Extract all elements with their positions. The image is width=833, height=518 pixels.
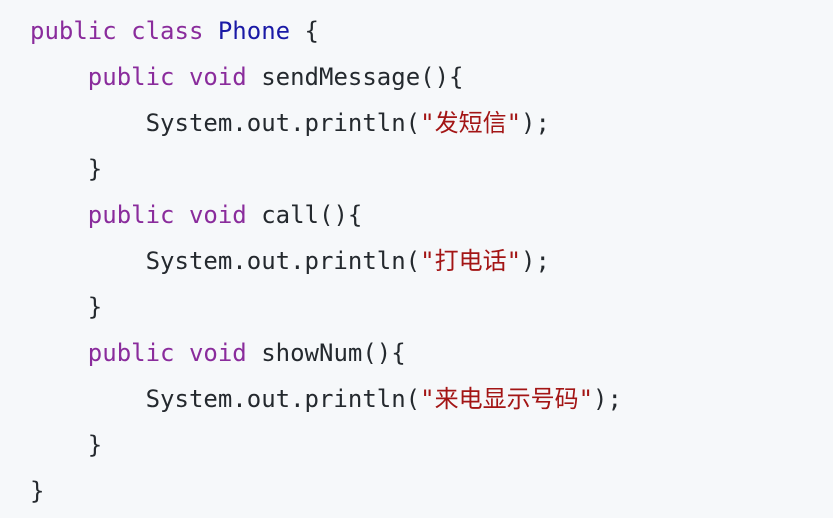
code-line: System.out.println("来电显示号码"); — [30, 376, 833, 422]
code-token-ident: call(){ — [246, 201, 363, 229]
code-token-ident: showNum(){ — [246, 339, 406, 367]
code-line: System.out.println("打电话"); — [30, 238, 833, 284]
code-token-ident: } — [87, 155, 103, 183]
code-token-ident: } — [87, 431, 103, 459]
code-indent — [30, 201, 88, 229]
code-token-ident: ); — [593, 385, 622, 413]
code-indent — [30, 293, 88, 321]
code-token-str: "发短信" — [420, 109, 522, 137]
code-line: public class Phone { — [30, 8, 833, 54]
code-token-ident: ); — [521, 109, 550, 137]
code-token-kw: class — [116, 17, 218, 45]
code-token-ident — [175, 339, 189, 367]
code-token-ident: System.out.println( — [145, 109, 421, 137]
code-indent — [30, 247, 146, 275]
code-token-cls: Phone — [217, 17, 291, 45]
code-indent — [30, 155, 88, 183]
code-line: System.out.println("发短信"); — [30, 100, 833, 146]
code-indent — [30, 385, 146, 413]
code-token-ident: System.out.println( — [145, 385, 421, 413]
code-token-kw: public — [87, 339, 175, 367]
code-line: } — [30, 468, 833, 514]
code-token-kw: void — [188, 339, 247, 367]
code-indent — [30, 109, 146, 137]
code-line: } — [30, 284, 833, 330]
code-token-kw: void — [188, 201, 247, 229]
code-indent — [30, 339, 88, 367]
code-token-kw: public — [87, 63, 175, 91]
code-token-ident: } — [87, 293, 103, 321]
code-token-ident: ); — [521, 247, 550, 275]
code-indent — [30, 431, 88, 459]
code-token-ident — [175, 201, 189, 229]
code-line: public void showNum(){ — [30, 330, 833, 376]
code-token-kw: void — [188, 63, 247, 91]
code-line: } — [30, 422, 833, 468]
code-line: public void call(){ — [30, 192, 833, 238]
code-token-kw: public — [87, 201, 175, 229]
code-token-str: "打电话" — [420, 247, 522, 275]
code-indent — [30, 63, 88, 91]
code-token-ident: { — [290, 17, 320, 45]
code-token-ident: } — [30, 477, 45, 505]
code-line: } — [30, 146, 833, 192]
code-token-ident: System.out.println( — [145, 247, 421, 275]
code-token-ident: sendMessage(){ — [246, 63, 464, 91]
code-token-kw: public — [30, 17, 117, 45]
code-token-str: "来电显示号码" — [420, 385, 594, 413]
code-token-ident — [175, 63, 189, 91]
code-line: public void sendMessage(){ — [30, 54, 833, 100]
